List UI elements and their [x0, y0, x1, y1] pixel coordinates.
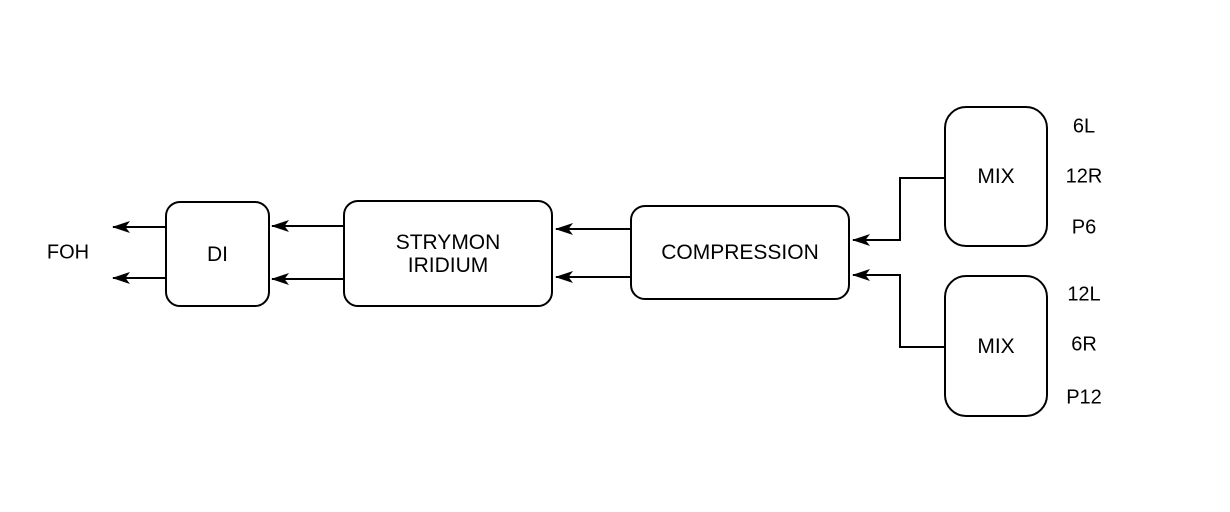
- port-label-12r: 12R: [1065, 165, 1103, 188]
- di-node: DI: [165, 201, 270, 307]
- mix-bottom-node-label: MIX: [977, 334, 1015, 358]
- compression-node-label: COMPRESSION: [661, 241, 819, 264]
- strymon-label-line2: IRIDIUM: [407, 253, 489, 277]
- strymon-iridium-node-label: STRYMON IRIDIUM: [396, 231, 501, 277]
- edge-mix-top-to-compression: [852, 177, 944, 246]
- mix-top-node: MIX: [944, 106, 1048, 247]
- di-node-label: DI: [207, 242, 228, 266]
- strymon-iridium-node: STRYMON IRIDIUM: [343, 200, 553, 307]
- strymon-label-line1: STRYMON: [395, 230, 501, 254]
- foh-label: FOH: [46, 241, 90, 264]
- port-label-p6: P6: [1071, 216, 1097, 239]
- edge-mix-bottom-to-compression: [852, 269, 944, 348]
- mix-top-node-label: MIX: [977, 165, 1015, 188]
- port-label-6l: 6L: [1072, 115, 1096, 138]
- compression-node: COMPRESSION: [630, 205, 850, 300]
- port-label-p12: P12: [1066, 386, 1102, 409]
- port-label-6r: 6R: [1071, 333, 1097, 356]
- mix-bottom-node: MIX: [944, 275, 1048, 417]
- port-label-12l: 12L: [1067, 283, 1101, 306]
